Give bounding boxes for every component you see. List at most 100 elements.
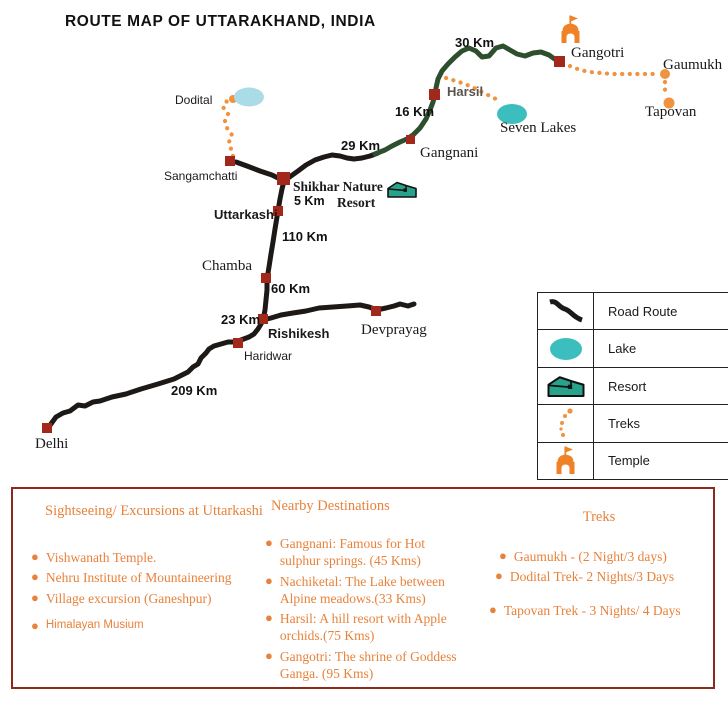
- bullet-dot: ●: [31, 549, 39, 564]
- treks-item: Dodital Trek- 2 Nights/3 Days: [509, 569, 675, 585]
- place-label-seven-lakes: Seven Lakes: [500, 120, 577, 136]
- resort-icon: [547, 376, 584, 398]
- treks-title: Treks: [582, 509, 616, 525]
- place-label-haridwar: Haridwar: [244, 349, 293, 363]
- road-route-icon: [548, 299, 583, 323]
- temple-icon: [556, 446, 575, 474]
- page-title: ROUTE MAP OF UTTARAKHAND, INDIA: [65, 13, 376, 30]
- trek-route-dodital: [220, 98, 236, 159]
- legend-row-treks: Treks: [538, 405, 728, 443]
- place-label-harsil: Harsil: [447, 84, 484, 99]
- legend-label-resort: Resort: [608, 378, 647, 394]
- legend-box: Road Route Lake Resort: [537, 292, 728, 480]
- list-item: ● Gangotri: The shrine of Goddess Ganga.…: [265, 648, 463, 683]
- list-item: ● Vishwanath Temple.: [31, 549, 277, 566]
- road-route-black: [45, 150, 417, 431]
- trek-endpoint-tapovan: [663, 97, 675, 109]
- legend-label-lake: Lake: [608, 341, 637, 357]
- list-item: ● Tapovan Trek - 3 Nights/ 4 Days: [489, 602, 713, 619]
- distance-label-60km: 60 Km: [271, 281, 311, 296]
- bullet-dot: ●: [265, 572, 273, 588]
- place-label-rishikesh: Rishikesh: [268, 326, 330, 341]
- nearby-item: Nachiketal: The Lake between Alpine mead…: [279, 573, 445, 606]
- legend-label-road: Road Route: [608, 303, 678, 319]
- sightseeing-item: Himalayan Musium: [45, 618, 144, 631]
- nearby-item: Gangotri: The shrine of Goddess Ganga. (…: [279, 648, 457, 681]
- trek-route-seven-lakes: [443, 75, 503, 104]
- bullet-dot: ●: [265, 647, 273, 663]
- treks-icon: [558, 408, 573, 438]
- sightseeing-item: Village excursion (Ganeshpur): [45, 590, 212, 606]
- legend-row-lake: Lake: [538, 330, 728, 368]
- legend-label-temple: Temple: [608, 453, 650, 469]
- distance-label-30km: 30 Km: [455, 35, 495, 50]
- marker-gangotri[interactable]: [554, 56, 565, 67]
- place-label-gangnani: Gangnani: [420, 145, 479, 161]
- marker-gangnani[interactable]: [406, 135, 415, 144]
- road-route-green: [372, 43, 564, 157]
- treks-item: Gaumukh - (2 Night/3 days): [513, 549, 667, 564]
- place-label-dodital: Dodital: [175, 93, 213, 107]
- place-label-chamba: Chamba: [202, 258, 252, 274]
- nearby-item: Harsil: A hill resort with Apple orchids…: [279, 611, 447, 644]
- treks-column: Treks ● Gaumukh - (2 Night/3 days) ● Dod…: [485, 509, 713, 622]
- legend-row-temple: Temple: [538, 442, 728, 480]
- marker-chamba[interactable]: [261, 273, 271, 283]
- place-label-shikhar-2: Resort: [337, 195, 376, 210]
- sightseeing-title: Sightseeing/ Excursions at Uttarkashi: [45, 503, 263, 519]
- list-item: ● Nachiketal: The Lake between Alpine me…: [265, 573, 463, 608]
- marker-devprayag[interactable]: [371, 306, 381, 316]
- dodital-lake-shape: [234, 87, 264, 107]
- marker-rishikesh[interactable]: [258, 314, 268, 324]
- list-item: ● Gangnani: Famous for Hot sulphur sprin…: [265, 535, 463, 570]
- list-item: ● Nehru Institute of Mountaineering: [31, 569, 277, 586]
- sightseeing-item: Nehru Institute of Mountaineering: [45, 570, 232, 586]
- marker-delhi[interactable]: [42, 423, 52, 433]
- bullet-dot: ●: [265, 610, 273, 626]
- marker-haridwar[interactable]: [233, 338, 243, 348]
- resort-map-icon: [387, 181, 417, 198]
- place-label-sangamchatti: Sangamchatti: [164, 169, 238, 183]
- marker-uttarkashi[interactable]: [273, 206, 283, 216]
- marker-shikhar[interactable]: [277, 172, 290, 185]
- bullet-dot: ●: [31, 617, 39, 633]
- place-label-devprayag: Devprayag: [361, 322, 427, 338]
- list-item: ● Harsil: A hill resort with Apple orchi…: [265, 610, 463, 645]
- list-item: ● Dodital Trek- 2 Nights/3 Days: [495, 568, 713, 585]
- list-item: ● Himalayan Musium: [31, 618, 277, 635]
- distance-label-23km: 23 Km: [221, 312, 261, 327]
- seven-lakes-shape: [497, 104, 527, 124]
- marker-sangamchatti[interactable]: [225, 156, 235, 166]
- trek-endpoint-gaumukh: [660, 69, 670, 79]
- sightseeing-item: Vishwanath Temple.: [45, 550, 157, 565]
- place-label-shikhar-1: Shikhar Nature: [293, 179, 383, 194]
- temple-map-icon: [561, 15, 580, 43]
- bullet-dot: ●: [489, 601, 497, 617]
- place-label-gaumukh: Gaumukh: [663, 57, 723, 73]
- nearby-item: Gangnani: Famous for Hot sulphur springs…: [279, 536, 425, 569]
- distance-label-209km: 209 Km: [171, 383, 218, 398]
- legend-row-resort: Resort: [538, 367, 728, 406]
- trek-route-gaumukh: [567, 63, 659, 77]
- distance-label-16km: 16 Km: [395, 104, 435, 119]
- distance-label-29km: 29 Km: [341, 138, 381, 153]
- distance-label-110km: 110 Km: [282, 229, 328, 244]
- lake-icon: [549, 337, 582, 360]
- bullet-dot: ●: [499, 548, 507, 563]
- nearby-title: Nearby Destinations: [271, 498, 390, 514]
- bullet-dot: ●: [31, 589, 39, 605]
- list-item: ● Gaumukh - (2 Night/3 days): [499, 548, 713, 565]
- list-item: ● Village excursion (Ganeshpur): [31, 590, 277, 607]
- bullet-dot: ●: [495, 568, 503, 584]
- place-label-uttarkashi: Uttarkashi: [214, 207, 278, 222]
- marker-harsil[interactable]: [429, 89, 440, 100]
- nearby-column: Nearby Destinations ● Gangnani: Famous f…: [265, 498, 463, 685]
- bullet-dot: ●: [31, 569, 39, 585]
- place-label-gangotri: Gangotri: [571, 45, 625, 61]
- legend-label-treks: Treks: [608, 415, 641, 431]
- treks-item: Tapovan Trek - 3 Nights/ 4 Days: [503, 602, 681, 618]
- map-canvas: [42, 15, 675, 433]
- sightseeing-column: Sightseeing/ Excursions at Uttarkashi ● …: [31, 503, 277, 638]
- legend-row-road: Road Route: [538, 293, 728, 331]
